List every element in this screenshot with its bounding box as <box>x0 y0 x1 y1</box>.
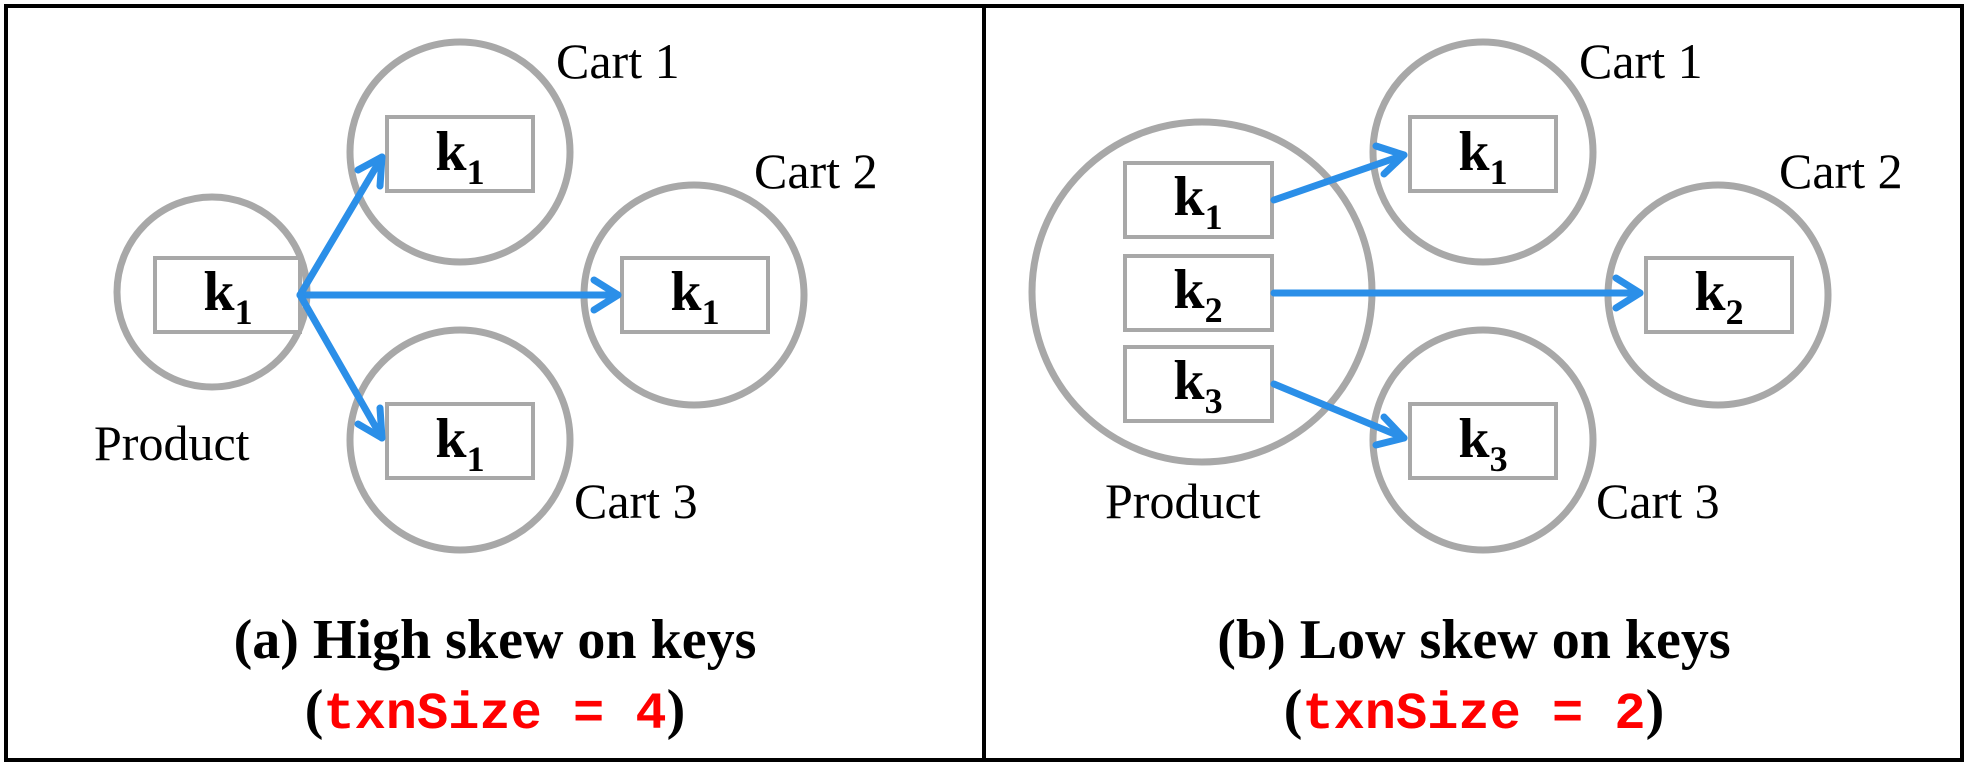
product-key3-b: k3 <box>1173 350 1222 421</box>
cart2-key-a: k1 <box>670 261 719 332</box>
cart1-label-b: Cart 1 <box>1579 33 1703 89</box>
cart1-key-b: k1 <box>1458 121 1507 192</box>
product-key2-b: k2 <box>1173 259 1222 330</box>
product-key-a: k1 <box>203 261 252 332</box>
cart3-node-a <box>346 326 574 554</box>
arrowhead-cart2-a <box>590 276 622 314</box>
arrow-to-cart3-b <box>1270 380 1408 442</box>
cart3-label-a: Cart 3 <box>574 473 698 529</box>
txnsize-value-b: txnSize = 2 <box>1302 685 1645 744</box>
cart3-key-box-b <box>1408 402 1558 480</box>
cart1-label-a: Cart 1 <box>556 33 680 89</box>
arrow-to-cart3-a <box>296 291 386 442</box>
param-b: (txnSize = 2) <box>1284 679 1665 744</box>
caption-a: (a) High skew on keys <box>234 609 757 671</box>
arrowhead-cart3-a <box>354 404 386 442</box>
arrow-to-cart1-b <box>1270 151 1408 204</box>
cart3-node-b <box>1369 326 1597 554</box>
product-key2-box-b <box>1123 254 1274 332</box>
product-label-a: Product <box>94 415 250 471</box>
cart3-label-b: Cart 3 <box>1596 473 1720 529</box>
cart2-key-box-a <box>620 256 770 334</box>
panel-a: k1 k1 k1 k1 Product Cart 1 Cart 2 Cart 3… <box>94 33 878 744</box>
arrowhead-cart3-b <box>1372 413 1408 449</box>
product-key1-b: k1 <box>1173 166 1222 237</box>
arrow-to-cart1-a <box>296 153 386 299</box>
cart1-key-a: k1 <box>435 121 484 192</box>
cart3-key-b: k3 <box>1458 408 1507 479</box>
param-a: (txnSize = 4) <box>305 679 686 744</box>
cart2-key-box-b <box>1644 256 1794 334</box>
cart1-node-b <box>1369 38 1597 266</box>
cart1-node-a <box>346 38 574 266</box>
caption-b: (b) Low skew on keys <box>1217 609 1730 671</box>
cart3-key-box-a <box>385 402 535 480</box>
cart1-key-box-a <box>385 115 535 193</box>
product-key3-box-b <box>1123 345 1274 423</box>
product-label-b: Product <box>1105 473 1261 529</box>
cart1-key-box-b <box>1408 115 1558 193</box>
cart3-key-a: k1 <box>435 408 484 479</box>
cart2-label-a: Cart 2 <box>754 143 878 199</box>
arrowhead-cart1-a <box>354 153 386 190</box>
cart2-key-b: k2 <box>1694 261 1743 332</box>
panel-b: k1 k2 k3 k1 k2 k3 Product Cart 1 Cart 2 <box>1028 33 1903 744</box>
arrowhead-cart2-b <box>1612 274 1644 312</box>
txnsize-value-a: txnSize = 4 <box>323 685 666 744</box>
cart2-label-b: Cart 2 <box>1779 143 1903 199</box>
arrowhead-cart1-b <box>1372 142 1408 178</box>
